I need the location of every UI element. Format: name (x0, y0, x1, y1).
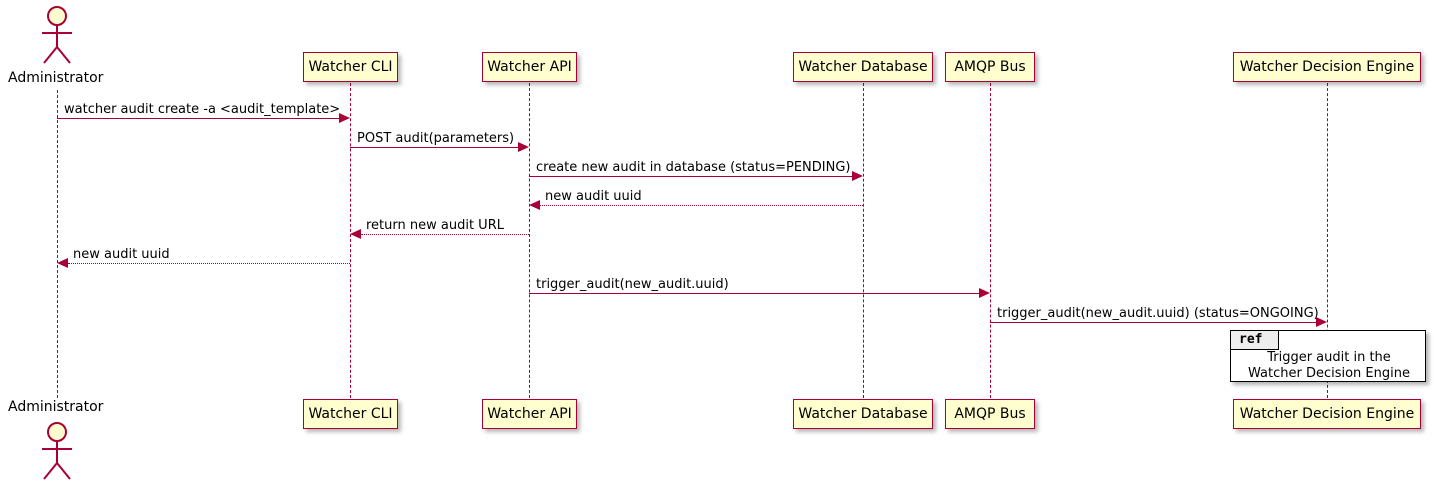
actor-icon (42, 422, 72, 480)
message-line-4 (540, 205, 863, 206)
participant-watcher-cli-bottom[interactable]: Watcher CLI (303, 399, 398, 429)
message-arrowhead-2 (518, 142, 529, 152)
participant-amqp-bus-bottom[interactable]: AMQP Bus (945, 399, 1035, 429)
message-label-5: return new audit URL (366, 218, 504, 233)
participant-watcher-api-bottom[interactable]: Watcher API (482, 399, 577, 429)
message-line-1 (57, 118, 340, 119)
lifeline-watcher-api (529, 83, 530, 398)
message-line-7 (529, 293, 980, 294)
message-arrowhead-5 (350, 229, 361, 239)
message-label-8: trigger_audit(new_audit.uuid) (status=ON… (997, 306, 1319, 321)
participant-label: Watcher Decision Engine (1239, 406, 1415, 422)
message-label-7: trigger_audit(new_audit.uuid) (536, 277, 729, 292)
participant-watcher-database-top[interactable]: Watcher Database (793, 52, 933, 82)
lifeline-watcher-database (863, 83, 864, 398)
lifeline-administrator (57, 90, 58, 398)
message-label-2: POST audit(parameters) (357, 131, 515, 146)
participant-label: AMQP Bus (954, 59, 1026, 75)
message-label-1: watcher audit create -a <audit_template> (64, 102, 341, 117)
participant-label: Watcher API (487, 406, 572, 422)
actor-label-administrator-bottom: Administrator (8, 399, 104, 415)
message-label-4: new audit uuid (545, 189, 642, 204)
message-arrowhead-7 (979, 288, 990, 298)
actor-label-administrator-top: Administrator (8, 70, 104, 86)
participant-label: Watcher Database (798, 59, 928, 75)
message-line-8 (990, 322, 1317, 323)
message-arrowhead-1 (339, 113, 350, 123)
actor-icon (42, 6, 72, 64)
participant-watcher-cli-top[interactable]: Watcher CLI (303, 52, 398, 82)
message-line-3 (529, 176, 853, 177)
participant-label: Watcher CLI (308, 59, 393, 75)
lifeline-amqp-bus (990, 83, 991, 398)
message-line-2 (350, 147, 519, 148)
participant-label: Watcher Database (798, 406, 928, 422)
message-arrowhead-3 (852, 171, 863, 181)
lifeline-watcher-cli (350, 83, 351, 398)
participant-watcher-decision-engine-bottom[interactable]: Watcher Decision Engine (1233, 399, 1421, 429)
participant-label: AMQP Bus (954, 406, 1026, 422)
message-line-6 (68, 263, 350, 264)
ref-fragment-line-1: Trigger audit in the (1267, 350, 1391, 365)
participant-amqp-bus-top[interactable]: AMQP Bus (945, 52, 1035, 82)
actor-administrator-top (34, 4, 80, 66)
participant-label: Watcher API (487, 59, 572, 75)
message-label-3: create new audit in database (status=PEN… (536, 160, 851, 175)
ref-fragment: ref Trigger audit in the Watcher Decisio… (1230, 330, 1426, 382)
participant-watcher-api-top[interactable]: Watcher API (482, 52, 577, 82)
participant-label: Watcher CLI (308, 406, 393, 422)
participant-watcher-decision-engine-top[interactable]: Watcher Decision Engine (1233, 52, 1421, 82)
participant-watcher-database-bottom[interactable]: Watcher Database (793, 399, 933, 429)
ref-fragment-line-2: Watcher Decision Engine (1248, 366, 1410, 381)
participant-label: Watcher Decision Engine (1239, 59, 1415, 75)
message-line-5 (361, 234, 529, 235)
message-label-6: new audit uuid (73, 247, 170, 262)
lifeline-watcher-decision-engine (1327, 83, 1328, 398)
message-arrowhead-6 (57, 258, 68, 268)
message-arrowhead-4 (529, 200, 540, 210)
ref-fragment-tab-label: ref (1231, 331, 1279, 350)
actor-administrator-bottom (34, 420, 80, 482)
message-arrowhead-8 (1316, 317, 1327, 327)
